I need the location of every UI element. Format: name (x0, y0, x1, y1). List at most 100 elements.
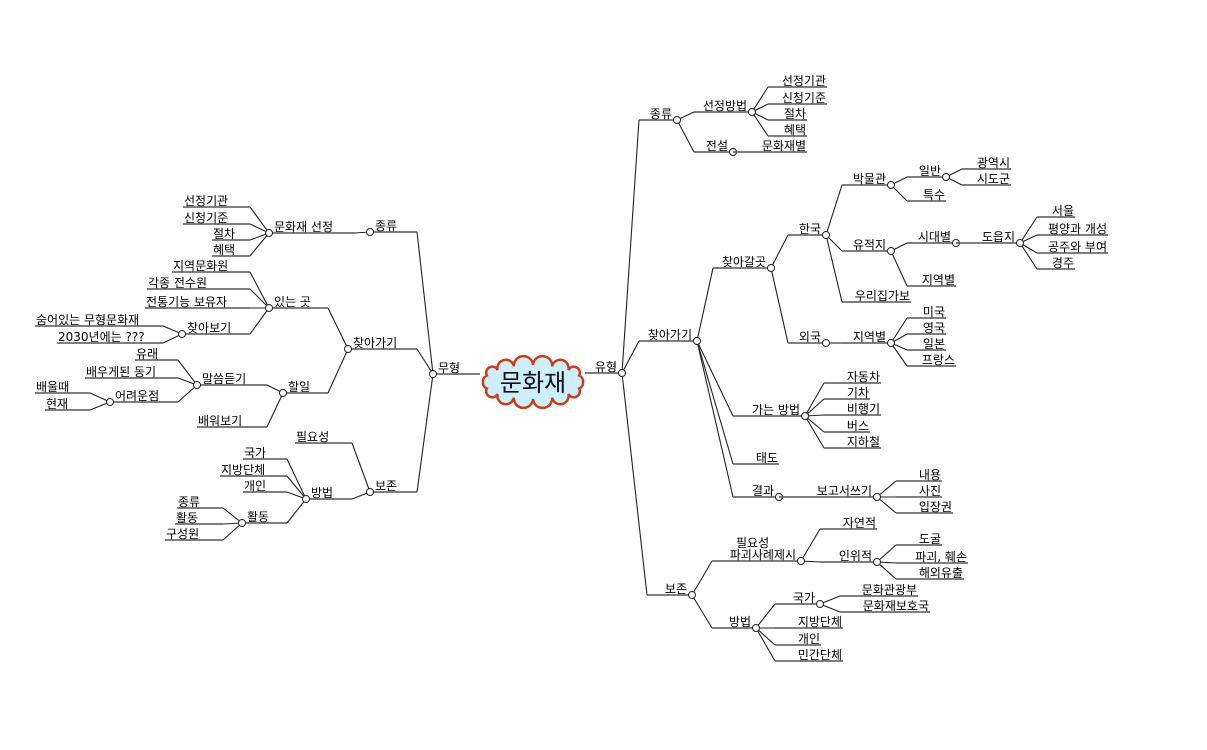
topic-배우게된-동기[interactable]: 배우게된 동기 (85, 365, 178, 379)
collapse-toggle-icon[interactable] (942, 173, 950, 181)
topic-활동[interactable]: 활동 (175, 511, 223, 525)
collapse-toggle-icon[interactable] (822, 339, 830, 347)
topic-유형[interactable]: 유형 (585, 360, 626, 377)
topic-혜택[interactable]: 혜택 (212, 243, 250, 257)
collapse-toggle-icon[interactable] (193, 381, 201, 389)
topic-2030년에는[interactable]: 2030년에는 ??? (57, 330, 163, 344)
collapse-toggle-icon[interactable] (1016, 239, 1024, 247)
topic-선정기관[interactable]: 선정기관 (768, 74, 827, 88)
collapse-toggle-icon[interactable] (887, 339, 895, 347)
topic-시도군[interactable]: 시도군 (962, 172, 1011, 186)
topic-시대별[interactable]: 시대별 (907, 230, 960, 247)
topic-개인[interactable]: 개인 (243, 479, 287, 493)
topic-전설[interactable]: 전설 (694, 139, 737, 156)
topic-국가[interactable]: 국가 (775, 591, 824, 608)
topic-신청기준[interactable]: 신청기준 (183, 211, 250, 225)
collapse-toggle-icon[interactable] (748, 108, 756, 116)
collapse-toggle-icon[interactable] (344, 345, 352, 353)
topic-선정방법[interactable]: 선정방법 (694, 99, 756, 116)
topic-한국[interactable]: 한국 (788, 222, 830, 239)
collapse-toggle-icon[interactable] (816, 600, 824, 608)
collapse-toggle-icon[interactable] (618, 369, 626, 377)
topic-찾아가기[interactable]: 찾아가기 (639, 328, 701, 345)
topic-어려운점[interactable]: 어려운점 (106, 389, 179, 406)
topic-각종-전수원[interactable]: 각종 전수원 (147, 276, 250, 290)
topic-국가[interactable]: 국가 (243, 446, 287, 460)
topic-지방단체[interactable]: 지방단체 (775, 615, 843, 629)
collapse-toggle-icon[interactable] (797, 557, 805, 565)
topic-지방단체[interactable]: 지방단체 (220, 463, 287, 477)
topic-일본[interactable]: 일본 (907, 337, 946, 351)
topic-도읍지[interactable]: 도읍지 (956, 230, 1024, 247)
collapse-toggle-icon[interactable] (265, 304, 273, 312)
topic-가는-방법[interactable]: 가는 방법 (733, 403, 809, 420)
topic-결과[interactable]: 결과 (733, 484, 783, 501)
topic-평양과-개성[interactable]: 평양과 개성 (1037, 222, 1108, 236)
topic-선정기관[interactable]: 선정기관 (183, 194, 250, 208)
topic-도굴[interactable]: 도굴 (896, 532, 942, 546)
topic-민간단체[interactable]: 민간단체 (775, 648, 843, 662)
topic-미국[interactable]: 미국 (907, 305, 946, 319)
topic-찾아보기[interactable]: 찾아보기 (178, 321, 251, 338)
topic-개인[interactable]: 개인 (775, 632, 821, 646)
topic-혜택[interactable]: 혜택 (768, 123, 807, 137)
topic-있는-곳[interactable]: 있는 곳 (265, 295, 329, 312)
topic-파괴-훼손[interactable]: 파괴, 훼손 (896, 550, 968, 564)
topic-숨어있는-무형문화재[interactable]: 숨어있는 무형문화재 (35, 313, 163, 327)
topic-서울[interactable]: 서울 (1037, 204, 1075, 218)
collapse-toggle-icon[interactable] (265, 229, 273, 237)
central-topic[interactable]: 문화재 (481, 354, 585, 410)
topic-절차[interactable]: 절차 (212, 227, 250, 241)
topic-배울때[interactable]: 배울때 (35, 380, 90, 394)
topic-보고서쓰기[interactable]: 보고서쓰기 (779, 484, 881, 501)
topic-영국[interactable]: 영국 (907, 321, 946, 335)
collapse-toggle-icon[interactable] (752, 624, 760, 632)
collapse-toggle-icon[interactable] (673, 116, 681, 124)
topic-구성원[interactable]: 구성원 (165, 527, 223, 541)
topic-말씀듣기[interactable]: 말씀듣기 (193, 372, 268, 389)
collapse-toggle-icon[interactable] (366, 488, 374, 496)
topic-지역별[interactable]: 지역별 (907, 273, 956, 287)
topic-종류[interactable]: 종류 (366, 219, 418, 236)
topic-종류[interactable]: 종류 (639, 107, 681, 124)
topic-입장권[interactable]: 입장권 (896, 500, 953, 514)
collapse-toggle-icon[interactable] (688, 591, 696, 599)
topic-자연적[interactable]: 자연적 (820, 516, 877, 530)
collapse-toggle-icon[interactable] (693, 337, 701, 345)
topic-전통기능-보유자[interactable]: 전통기능 보유자 (145, 295, 250, 309)
topic-무형[interactable]: 무형 (429, 361, 481, 378)
topic-프랑스[interactable]: 프랑스 (907, 353, 956, 367)
topic-공주와-부여[interactable]: 공주와 부여 (1037, 240, 1108, 254)
topic-경주[interactable]: 경주 (1037, 256, 1075, 270)
topic-지역별[interactable]: 지역별 (842, 330, 895, 347)
topic-사진[interactable]: 사진 (896, 484, 942, 498)
topic-내용[interactable]: 내용 (896, 468, 942, 482)
collapse-toggle-icon[interactable] (801, 412, 809, 420)
collapse-toggle-icon[interactable] (178, 330, 186, 338)
topic-지하철[interactable]: 지하철 (824, 435, 881, 449)
topic-종류[interactable]: 종류 (177, 495, 223, 509)
topic-유적지[interactable]: 유적지 (842, 238, 895, 255)
collapse-toggle-icon[interactable] (873, 493, 881, 501)
topic-할일[interactable]: 할일 (279, 380, 329, 397)
topic-필요성[interactable]: 필요성 (295, 430, 352, 444)
topic-일반[interactable]: 일반 (907, 164, 950, 181)
topic-배워보기[interactable]: 배워보기 (197, 414, 267, 428)
topic-광역시[interactable]: 광역시 (962, 156, 1011, 170)
topic-절차[interactable]: 절차 (768, 107, 807, 121)
topic-지역문화원[interactable]: 지역문화원 (172, 259, 250, 273)
collapse-toggle-icon[interactable] (887, 247, 895, 255)
topic-보존[interactable]: 보존 (366, 479, 418, 496)
topic-비행기[interactable]: 비행기 (824, 401, 881, 416)
topic-태도[interactable]: 태도 (733, 451, 779, 465)
topic-우리집가보[interactable]: 우리집가보 (842, 289, 911, 303)
topic-문화재-선정[interactable]: 문화재 선정 (265, 220, 356, 237)
topic-찾아갈곳[interactable]: 찾아갈곳 (713, 255, 775, 272)
topic-해외유출[interactable]: 해외유출 (896, 566, 964, 580)
topic-기차[interactable]: 기차 (824, 386, 870, 400)
topic-문화관광부[interactable]: 문화관광부 (840, 583, 918, 597)
topic-외국[interactable]: 외국 (788, 330, 830, 347)
topic-보존[interactable]: 보존 (647, 582, 696, 599)
collapse-toggle-icon[interactable] (429, 370, 437, 378)
